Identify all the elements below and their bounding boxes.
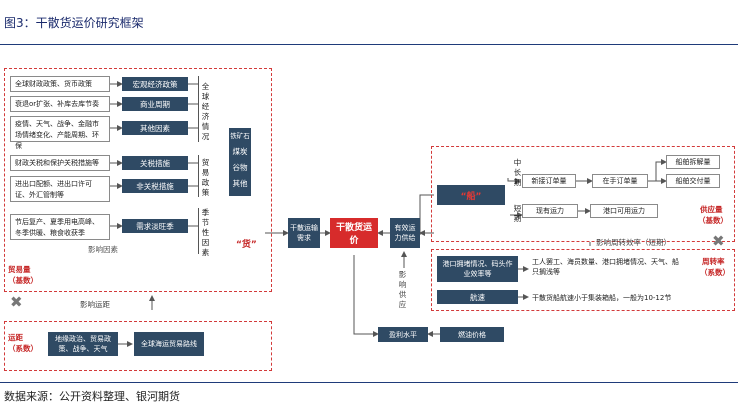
distance-label: 运距: [8, 333, 23, 342]
supply-region: [4, 68, 272, 292]
box-ship: “船”: [437, 185, 505, 205]
affect-supply-label: 影响供应: [398, 270, 407, 309]
short-label: 短期: [513, 204, 522, 223]
box-scrap: 船舶拆解量: [666, 155, 720, 169]
group-trade-policy: 贸易政策: [201, 158, 210, 197]
turnover-label: 周转率: [702, 257, 725, 266]
box-orderbook: 在手订单量: [592, 174, 648, 188]
ore-coal: 煤炭: [232, 147, 248, 156]
box-demand-season: 需求淡旺季: [122, 219, 188, 233]
ore-grain: 谷物: [232, 163, 248, 172]
trade-volume-label: 贸易量: [8, 265, 31, 274]
box-speed: 航速: [437, 290, 518, 304]
box-dry-bulk-rate: 干散货运价: [330, 218, 378, 248]
cell-other-factors: 疫情、天气、战争、金融市场情绪变化、产能周期、环保: [10, 116, 110, 150]
multiply-icon-right: ✖: [712, 232, 725, 250]
speed-detail: 干散货船航速小于集装箱船，一般为10-12节: [532, 294, 672, 302]
box-congestion: 港口拥堵情况、码头作业效率等: [437, 256, 518, 282]
congestion-detail: 工人罢工、海员数量、港口拥堵情况、天气、船只搁浅等: [532, 258, 679, 276]
figure-title: 图3：干散货运价研究框架: [4, 16, 144, 30]
box-geopolitics: 地缘政治、贸易政策、战争、天气: [48, 332, 118, 356]
box-delivery: 船舶交付量: [666, 174, 720, 188]
title-rule: [0, 44, 738, 45]
box-existing-capacity: 现有运力: [522, 204, 578, 218]
box-trade-routes: 全球海运贸易路线: [134, 332, 204, 356]
box-macro-policy: 宏观经济政策: [122, 77, 188, 91]
box-other-factors: 其他因素: [122, 121, 188, 135]
bracket-global: [198, 76, 199, 142]
box-fuel-price: 燃油价格: [440, 327, 504, 342]
turnover-sub: （系数）: [700, 268, 730, 277]
cell-non-tariff: 进出口配额、进出口许可证、外汇管制等: [10, 176, 110, 202]
box-non-tariff: 非关税措施: [122, 179, 188, 193]
box-new-orders: 新接订单量: [522, 174, 576, 188]
ore-other: 其他: [232, 179, 248, 188]
ship-label: “船”: [460, 191, 482, 202]
goods-label: “货”: [236, 240, 257, 250]
ore-iron: 铁矿石: [230, 132, 250, 140]
mid-long-label: 中长期: [513, 158, 522, 187]
distance-region: [4, 321, 272, 371]
distance-sub: （系数）: [8, 344, 38, 353]
group-global-econ: 全球经济情况: [201, 82, 210, 141]
influence-distance-label: 影响运距: [80, 300, 110, 309]
turnover-region: [431, 249, 735, 311]
ore-bar: 铁矿石 煤炭 谷物 其他: [229, 128, 251, 196]
box-profit-level: 盈利水平: [378, 327, 428, 342]
trade-volume-sub: （基数）: [8, 276, 38, 285]
supply-sub: （基数）: [698, 216, 728, 225]
cell-business-cycle: 衰退or扩张、补库去库节奏: [10, 96, 110, 112]
group-season: 季节性因素: [201, 208, 210, 257]
multiply-icon: ✖: [10, 293, 23, 311]
box-tariff: 关税措施: [122, 156, 188, 170]
cell-season: 节后复产、夏季用电高峰、冬季供暖、粮食收获季: [10, 214, 110, 240]
supply-label: 供应量: [700, 205, 723, 214]
cell-tariff: 财政关税和保护关税措施等: [10, 155, 110, 171]
turnover-effect-label: 影响周转效率（短期）: [596, 238, 671, 247]
box-effective-capacity: 有效运力供给: [390, 218, 420, 248]
ship-region: [431, 146, 735, 242]
box-port-available: 港口可用运力: [590, 204, 658, 218]
source-note: 数据来源：公开资料整理、银河期货: [4, 390, 180, 403]
box-dry-bulk-demand: 干散运输需求: [288, 218, 320, 248]
influence-factors-label: 影响因素: [88, 245, 118, 254]
source-rule: [0, 382, 738, 383]
bracket-trade: [198, 155, 199, 197]
box-business-cycle: 商业周期: [122, 97, 188, 111]
cell-fiscal-policy: 全球财政政策、货币政策: [10, 76, 110, 92]
bracket-season: [198, 208, 199, 254]
